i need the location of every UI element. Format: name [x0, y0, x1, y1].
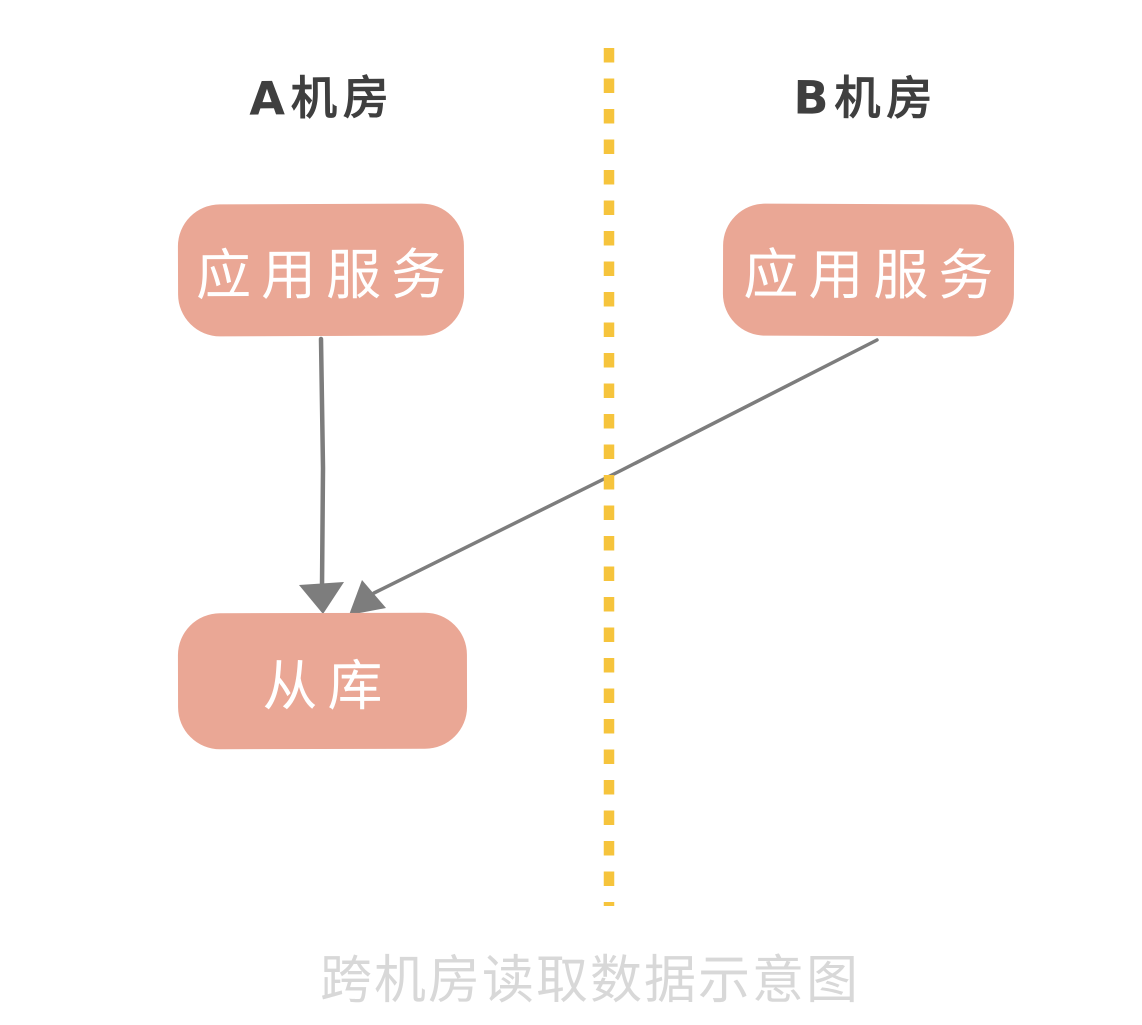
node-slave-db-label: 从库 — [262, 653, 393, 719]
arrow-app-a-to-slave — [299, 336, 344, 614]
zone-a-label: A机房 — [248, 70, 396, 126]
diagram-caption: 跨机房读取数据示意图 — [319, 951, 861, 1011]
zone-b-label: B机房 — [793, 70, 939, 126]
node-app-service-a-label: 应用服务 — [195, 242, 457, 308]
arrow-app-b-to-slave — [349, 338, 879, 615]
node-app-service-b: 应用服务 — [722, 203, 1015, 337]
node-app-service-b-label: 应用服务 — [743, 242, 1004, 308]
node-slave-db: 从库 — [177, 612, 468, 750]
node-app-service-a: 应用服务 — [177, 203, 465, 337]
